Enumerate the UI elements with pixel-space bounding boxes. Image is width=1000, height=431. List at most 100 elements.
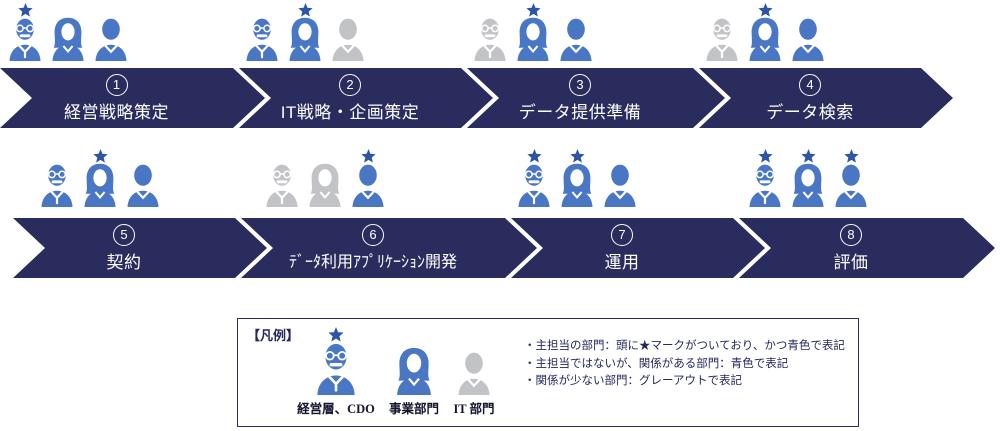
person-it-related (789, 2, 827, 61)
person-biz-main (558, 148, 596, 207)
team-group-step-3 (471, 2, 595, 61)
person-cdo-minor (471, 2, 509, 61)
it-person-icon (560, 18, 592, 61)
cdo-person-icon (9, 18, 41, 61)
star-slot (525, 2, 541, 17)
biz-person-icon (792, 163, 824, 207)
step-label: 運用 (604, 252, 640, 272)
legend-note: ・主担当の部門：頭に★マークがついており、かつ青色で表記 (524, 340, 845, 352)
step-chevron-6: 6 ﾃﾞｰﾀ利用ｱﾌﾟﾘｹｰｼｮﾝ開発 (241, 218, 537, 278)
cdo-person-icon (474, 18, 506, 61)
it-person-icon (835, 164, 867, 207)
star-slot (92, 148, 108, 163)
it-person-icon (332, 18, 364, 61)
step-label: ﾃﾞｰﾀ利用ｱﾌﾟﾘｹｰｼｮﾝ開発 (288, 254, 457, 271)
person-cdo-main (746, 148, 784, 207)
legend-role-label: 事業部門 (388, 402, 439, 416)
star-icon (843, 149, 859, 163)
team-group-step-8 (746, 148, 870, 207)
star-icon (360, 149, 376, 163)
business-person-icon (393, 327, 435, 395)
it-person-icon (455, 327, 493, 395)
star-icon (757, 149, 773, 163)
cdo-person-icon (266, 164, 298, 207)
star-slot (800, 148, 816, 163)
person-cdo-minor (263, 148, 301, 207)
person-it-related (92, 2, 130, 61)
biz-person-icon (561, 163, 593, 207)
star-slot (526, 148, 542, 163)
person-it-main (349, 148, 387, 207)
step-chevron-3: 3 データ提供準備 (467, 68, 725, 128)
step-label: データ提供準備 (518, 102, 642, 122)
person-biz-main (286, 2, 324, 61)
person-cdo-related (243, 2, 281, 61)
star-slot (360, 148, 376, 163)
legend-role-it: IT 部門 (434, 327, 514, 417)
biz-person-icon (309, 163, 341, 207)
cdo-person-icon (246, 18, 278, 61)
star-icon (297, 3, 313, 17)
legend-box: 【凡例】 経営層、CDO 事業部門 IT 部門 ・主担当の部門：頭に★マークがつ… (237, 318, 859, 427)
person-it-related (557, 2, 595, 61)
person-biz-main (514, 2, 552, 61)
star-icon (328, 327, 344, 342)
cdo-person-icon (749, 164, 781, 207)
it-person-icon (95, 18, 127, 61)
star-slot (17, 2, 33, 17)
person-it-related (601, 148, 639, 207)
cdo-person-icon (518, 164, 550, 207)
team-group-step-1 (6, 2, 130, 61)
star-slot (569, 148, 585, 163)
step-label: 評価 (833, 252, 869, 272)
person-biz-minor (306, 148, 344, 207)
step-number: 8 (840, 224, 862, 246)
biz-person-icon (289, 17, 321, 61)
biz-person-icon (517, 17, 549, 61)
step-label: 契約 (106, 252, 142, 272)
step-number: 1 (106, 74, 128, 96)
star-slot (757, 148, 773, 163)
legend-role-cdo: 経営層、CDO (290, 327, 382, 417)
person-biz-main (789, 148, 827, 207)
person-cdo-related (38, 148, 76, 207)
biz-person-icon (52, 17, 84, 61)
step-number: 4 (799, 74, 821, 96)
star-icon (17, 3, 33, 17)
step-chevron-5: 5 契約 (13, 218, 267, 278)
biz-person-icon (397, 347, 431, 395)
star-slot (297, 2, 313, 17)
team-group-step-6 (263, 148, 387, 207)
legend-note: ・関係が少ない部門：グレーアウトで表記 (524, 375, 743, 387)
biz-person-icon (84, 163, 116, 207)
it-person-icon (127, 164, 159, 207)
team-group-step-2 (243, 2, 367, 61)
step-number: 6 (362, 224, 384, 246)
step-number: 7 (611, 224, 633, 246)
cdo-person-icon (317, 343, 355, 395)
team-group-step-4 (703, 2, 827, 61)
step-label: データ検索 (766, 102, 854, 122)
step-chevron-8: 8 評価 (739, 218, 995, 278)
it-person-icon (458, 352, 490, 395)
it-person-icon (352, 164, 384, 207)
team-group-step-5 (38, 148, 162, 207)
star-icon (92, 149, 108, 163)
person-it-minor (329, 2, 367, 61)
it-person-icon (604, 164, 636, 207)
star-icon (569, 149, 585, 163)
legend-role-label: 経営層、CDO (297, 402, 375, 416)
biz-person-icon (749, 17, 781, 61)
star-icon (757, 3, 773, 17)
cdo-person-icon (313, 327, 359, 395)
step-number: 3 (569, 74, 591, 96)
legend-title: 【凡例】 (247, 328, 300, 343)
person-biz-related (49, 2, 87, 61)
step-chevron-1: 1 経営戦略策定 (0, 68, 265, 128)
cdo-person-icon (41, 164, 73, 207)
step-number: 5 (113, 224, 135, 246)
step-chevron-4: 4 データ検索 (699, 68, 953, 128)
star-slot (843, 148, 859, 163)
step-chevron-7: 7 運用 (511, 218, 765, 278)
